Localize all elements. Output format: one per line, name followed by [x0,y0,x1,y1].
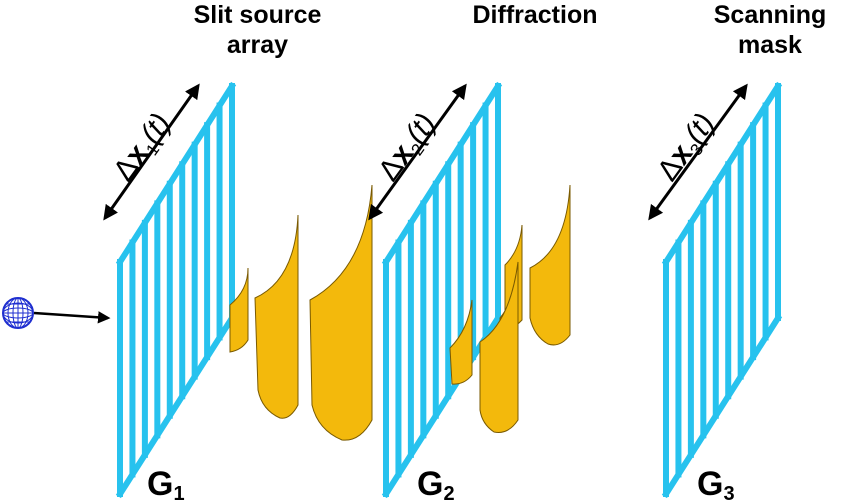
wavefronts-g2-g3 [449,184,571,433]
wavefront [529,184,571,346]
stage-title-line: Scanning [713,1,827,29]
wavefront [479,261,519,433]
wavefront [449,299,473,385]
stage-title-line: Slit source [193,1,322,29]
incident-beam-arrow [33,311,111,324]
grating-bottom-rail [661,313,783,499]
motion-label-g3: Δx3(t) [651,107,724,188]
grating-label-g3: G3 [697,465,735,503]
stage-title-line: Diffraction [472,1,598,29]
grating-bottom-rail [115,313,237,499]
motion-arrow-g1 [103,83,200,221]
grating-label-g2: G2 [417,465,455,503]
stage-title-line: array [226,31,289,59]
grating-bottom-rail [381,313,503,499]
wavefront [254,214,299,419]
stage-title-source: Slit source array [170,0,345,60]
wavefronts-g1-g2 [229,184,373,441]
stage-title-mask: Scanning mask [700,0,840,60]
motion-label-g1: Δx1(t) [107,107,180,188]
motion-label-g2: Δx2(t) [372,107,445,188]
wavefront [309,184,373,441]
wavefront [229,267,249,353]
motion-arrow-g3 [648,83,748,221]
atom-sphere-icon [2,297,34,329]
grating-label-g1: G1 [147,465,185,503]
stage-title-diffraction: Diffraction [455,0,615,30]
stage-title-line: mask [738,31,802,59]
motion-arrow-g2 [368,83,467,221]
